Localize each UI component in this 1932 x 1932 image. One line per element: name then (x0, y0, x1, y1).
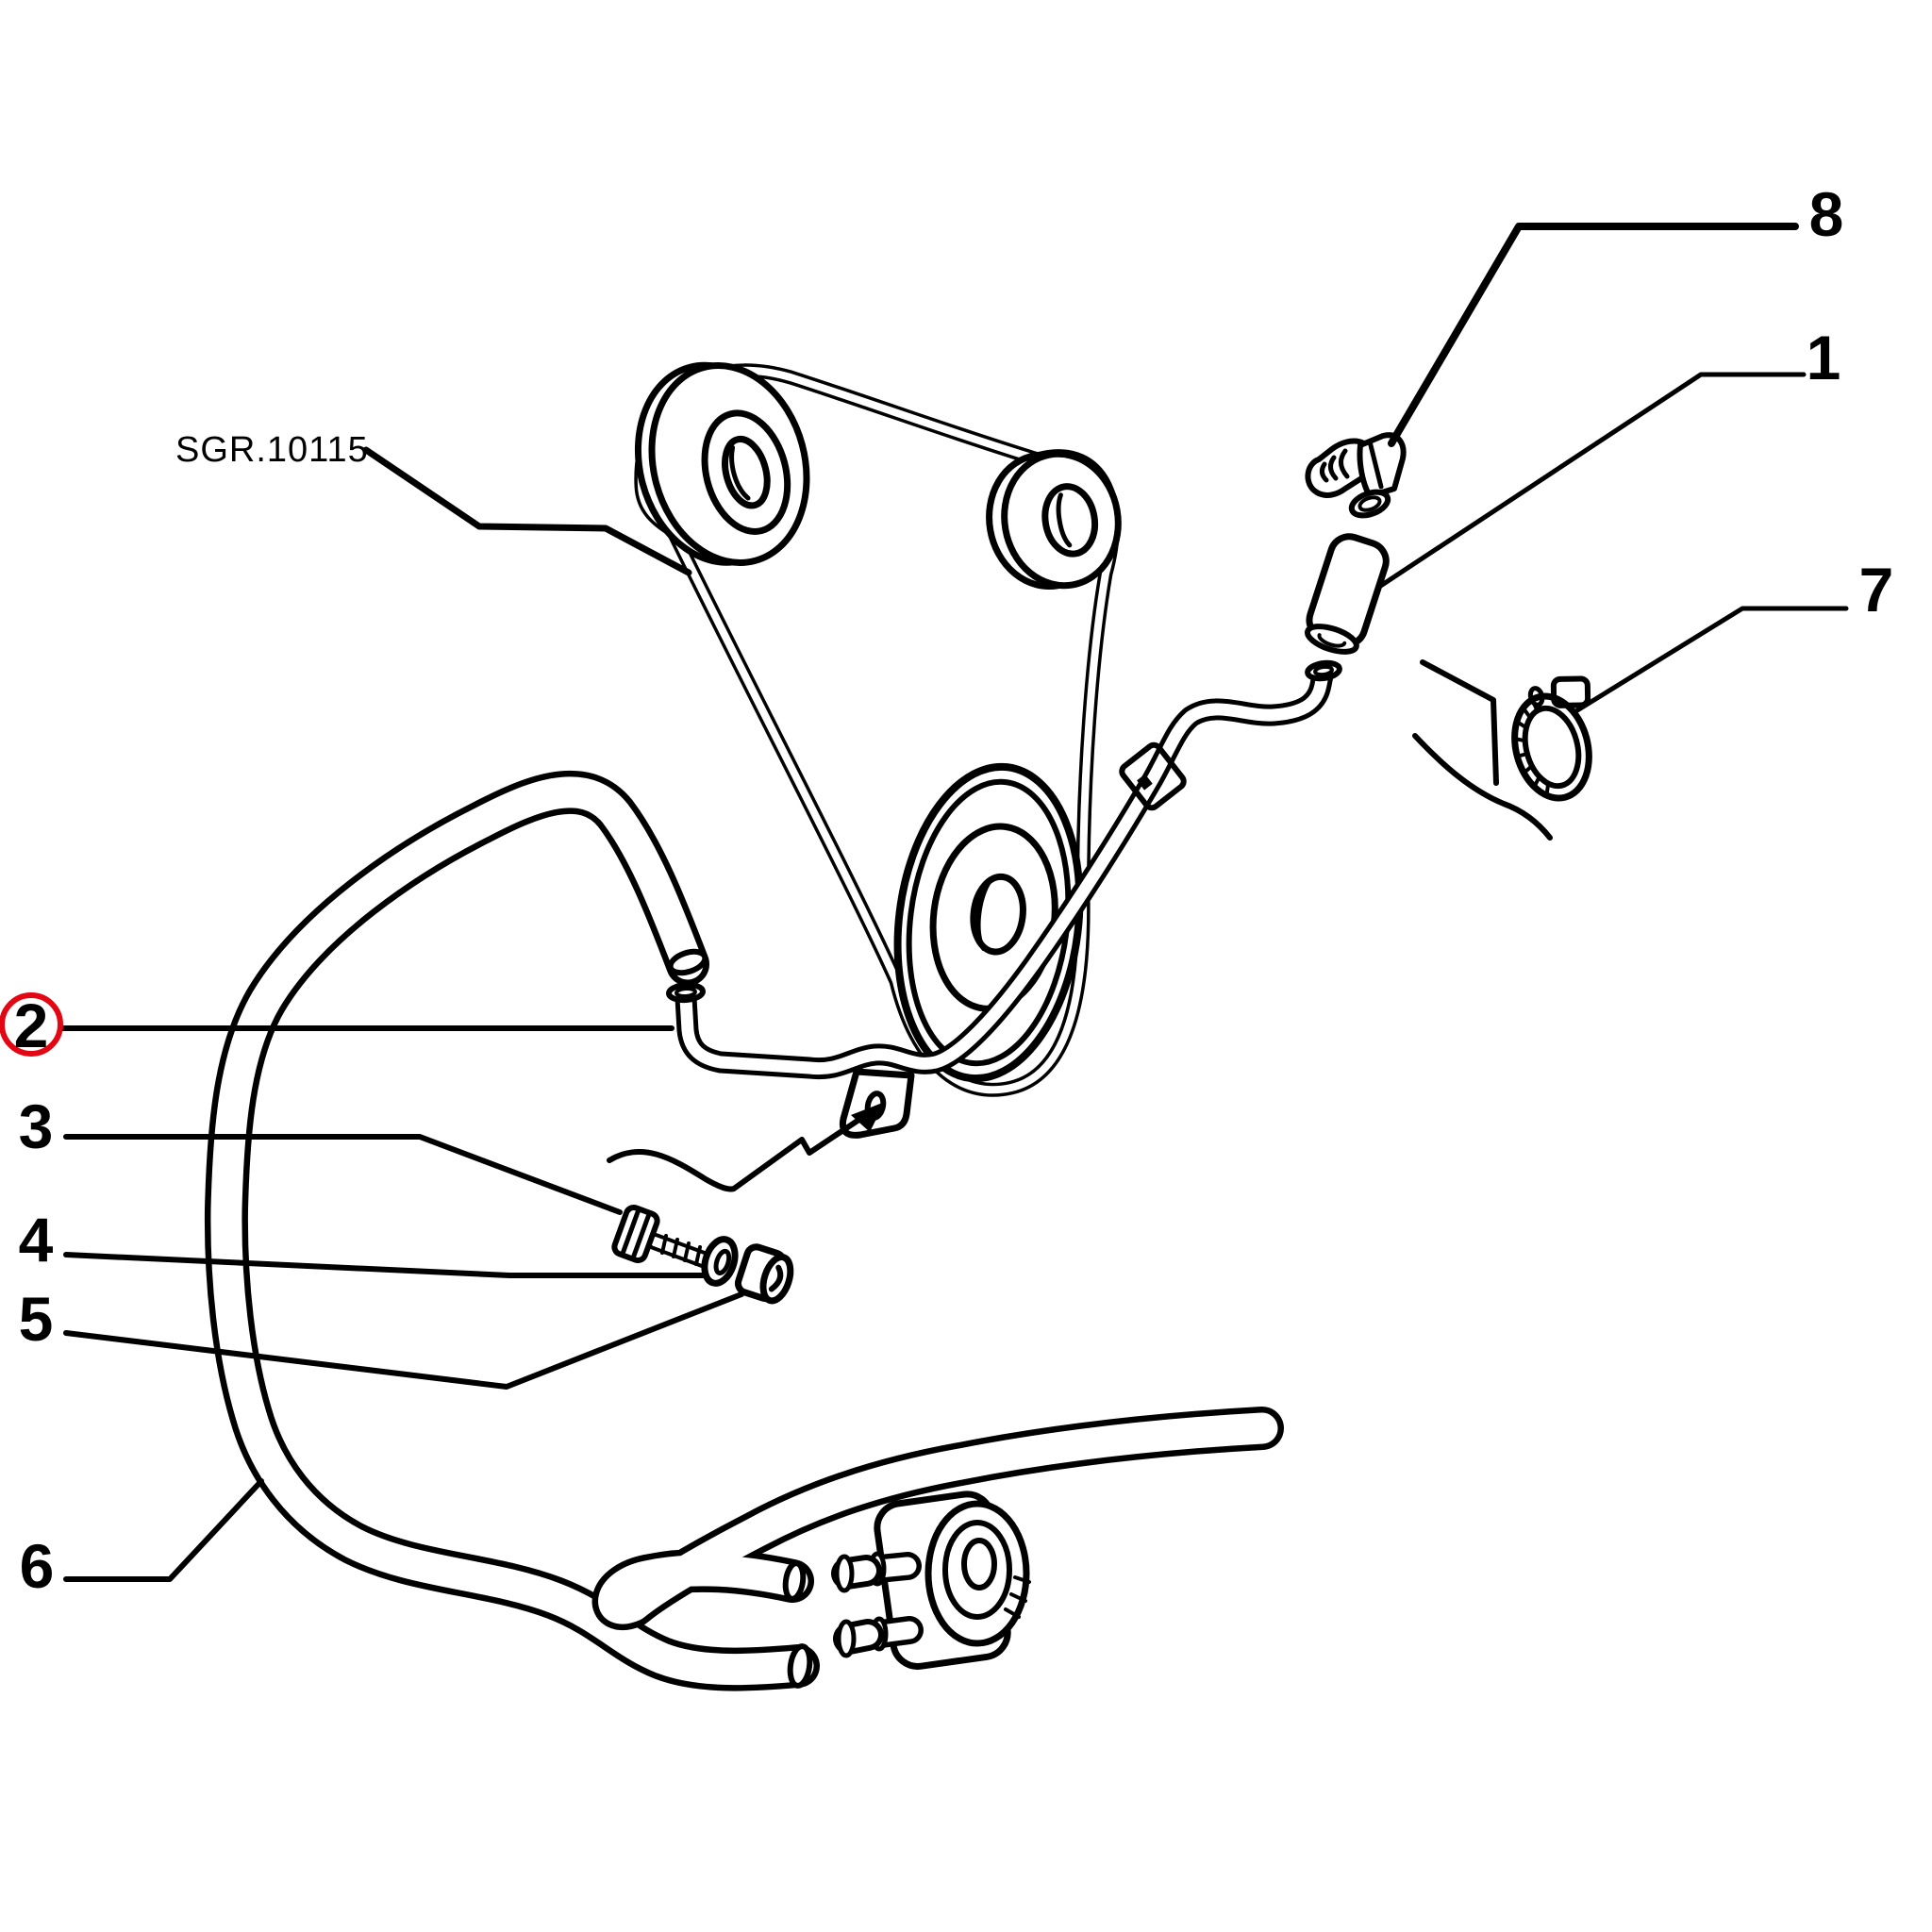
callout-5[interactable]: 5 (19, 1284, 54, 1354)
leader-3 (63, 1134, 623, 1215)
callout-1[interactable]: 1 (1807, 323, 1841, 392)
pipe-clip (1119, 741, 1187, 811)
pipe-flare-right (1305, 659, 1342, 682)
washer (701, 1236, 739, 1287)
leader-lines (60, 223, 1849, 1582)
reference-label[interactable]: SGR.10115 (175, 430, 369, 470)
union-threads (1319, 448, 1350, 483)
idler-pulley-small (986, 450, 1122, 591)
callout-labels: 8 1 7 2 3 4 5 6 (0, 179, 1894, 1601)
crank-pulley (893, 762, 1084, 1083)
cooler-nipple-upper (831, 1551, 922, 1593)
leader-4 (63, 1252, 706, 1278)
cooler-nipple-lower (833, 1616, 924, 1658)
hose-end-top-opening (667, 948, 708, 976)
bolt (611, 1205, 714, 1269)
selected-callout-ring (0, 992, 63, 1057)
arrowhead (851, 1102, 885, 1132)
callout-2[interactable]: 2 (14, 991, 49, 1060)
leader-8 (1388, 223, 1799, 447)
callout-2-selected[interactable]: 2 (0, 991, 63, 1060)
oil-hose-main (204, 770, 820, 1691)
hose-end-upper-opening (782, 1560, 807, 1602)
callout-3[interactable]: 3 (19, 1091, 54, 1161)
rubber-sleeve (1305, 533, 1390, 655)
callout-7[interactable]: 7 (1859, 555, 1894, 625)
nut (734, 1243, 794, 1305)
leader-1 (1376, 372, 1807, 590)
cooler-rim-ribs (1004, 1575, 1031, 1619)
leader-5 (63, 1291, 744, 1390)
reference-leader-line (362, 446, 692, 576)
leader-7 (1574, 606, 1849, 713)
oil-pipe (666, 659, 1342, 1080)
leader-6 (63, 1478, 264, 1582)
callout-8[interactable]: 8 (1809, 179, 1844, 249)
pipe-flare-left (666, 981, 706, 1004)
oil-cooler (831, 1491, 1031, 1670)
callout-6[interactable]: 6 (20, 1531, 55, 1601)
hose-clamp (1511, 675, 1592, 802)
hose-end-lower-opening (787, 1643, 813, 1689)
idler-pulley-top (634, 361, 810, 566)
clamp-band-ribs (1512, 696, 1551, 799)
insert-arrow-clamp (1412, 659, 1553, 841)
belt-reference: SGR.10115 (175, 430, 692, 576)
callout-4[interactable]: 4 (19, 1205, 54, 1274)
oil-hose-return (591, 1407, 1284, 1630)
insert-arrow-bolt (607, 1102, 885, 1192)
bolt-threads (660, 1234, 702, 1266)
